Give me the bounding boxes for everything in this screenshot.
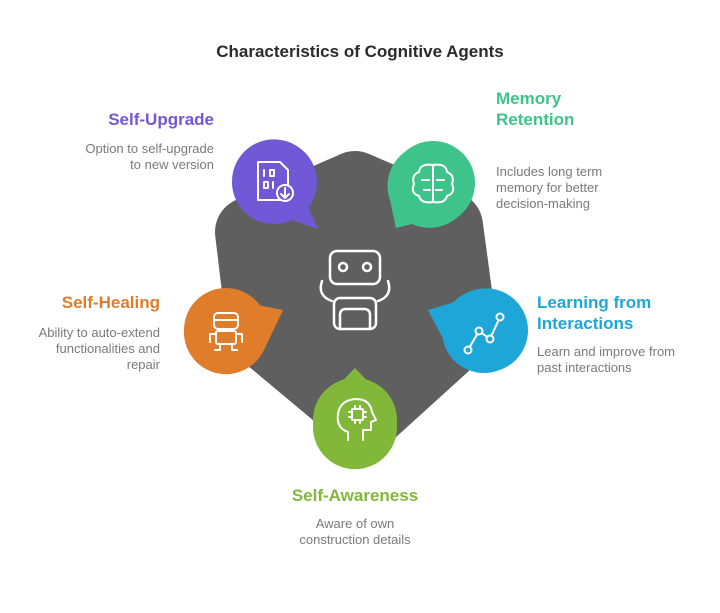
self-healing-desc: Ability to auto-extend functionalities a… (38, 325, 160, 372)
learning-desc: Learn and improve from past interactions (537, 344, 676, 375)
learning-title: Learning from Interactions (537, 293, 652, 333)
binary-file-download-icon (257, 161, 294, 202)
memory-retention-desc: Includes long term memory for better dec… (496, 164, 603, 211)
learning-node (428, 288, 528, 373)
robot-icon (209, 312, 243, 351)
memory-retention-node (387, 141, 475, 228)
trend-line-icon (463, 312, 505, 355)
self-upgrade-node (231, 139, 318, 229)
self-healing-title: Self-Healing (61, 293, 160, 312)
head-chip-icon (336, 398, 377, 441)
self-upgrade-desc: Option to self-upgrade to new version (85, 141, 214, 172)
self-healing-node (183, 288, 283, 375)
memory-retention-title: Memory Retention (496, 89, 575, 129)
self-upgrade-title: Self-Upgrade (108, 110, 214, 129)
robot-head-icon (319, 249, 391, 331)
self-awareness-desc: Aware of own construction details (299, 516, 411, 547)
page-title: Characteristics of Cognitive Agents (216, 42, 504, 61)
self-awareness-node (312, 368, 397, 470)
brain-icon (411, 163, 455, 204)
self-awareness-title: Self-Awareness (291, 486, 419, 505)
